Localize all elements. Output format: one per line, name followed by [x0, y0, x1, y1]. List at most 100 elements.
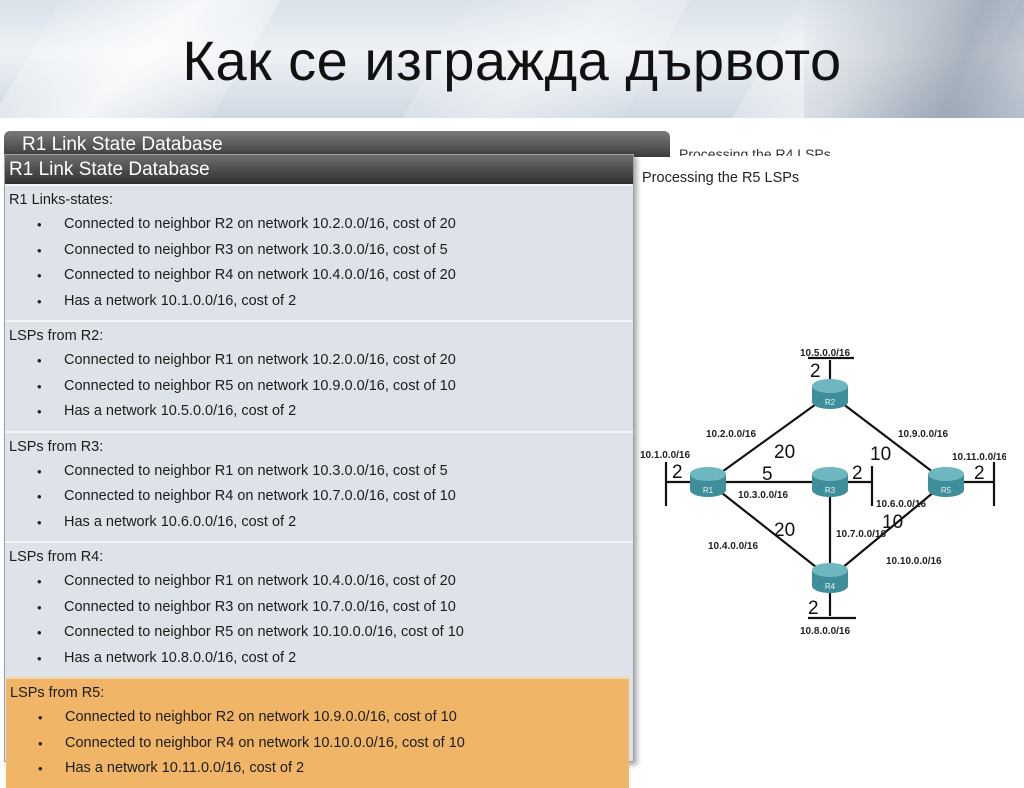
bullet-icon: • [37, 353, 42, 368]
list-item: • Connected to neighbor R5 on network 10.… [5, 374, 633, 400]
link-r1-r4 [707, 481, 831, 579]
section-title: R1 Links-states: [9, 192, 113, 208]
back-panel-header: R1 Link State Database [4, 131, 670, 157]
cost-r5-stub: 2 [974, 463, 985, 484]
list-item: • Connected to neighbor R4 on network 10.… [5, 263, 633, 289]
bullet-icon: • [37, 574, 42, 589]
list-item-text: Connected to neighbor R2 on network 10.2… [64, 216, 456, 232]
list-item: • Connected to neighbor R5 on network 10.… [5, 620, 633, 646]
diagram-title: Processing the R5 LSPs [642, 170, 800, 186]
list-item-text: Connected to neighbor R2 on network 10.9… [65, 709, 457, 725]
bullet-icon: • [37, 268, 42, 283]
bullet-icon: • [37, 625, 42, 640]
link-state-database-panel: R1 Link State Database R1 Links-states: •… [4, 154, 634, 788]
router-label-r2: R2 [825, 398, 836, 407]
panel-sections: R1 Links-states: • Connected to neighbor R… [5, 184, 633, 788]
list-item-text: Has a network 10.5.0.0/16, cost of 2 [64, 403, 297, 419]
link-r4-r5 [829, 481, 947, 579]
net-label-10-11: 10.11.0.0/16 [952, 452, 1006, 463]
router-r3: R3 [812, 467, 848, 497]
list-item: •Has a network 10.1.0.0/16, cost of 2 [5, 289, 633, 315]
list-item-text: Connected to neighbor R3 on network 10.7… [64, 598, 456, 615]
net-label-10-7: 10.7.0.0/16 [836, 529, 886, 540]
cost-r1-r4: 20 [774, 520, 795, 541]
list-item-text: Connected to neighbor R1 on network 10.2… [64, 352, 456, 368]
bullet-icon: • [37, 514, 42, 530]
bullet-icon: • [37, 242, 42, 258]
bullet-icon: • [38, 761, 43, 776]
bullet-icon: • [37, 489, 42, 504]
bullet-icon: • [37, 217, 42, 232]
cost-r2-r5: 10 [870, 444, 891, 465]
bullet-icon: • [38, 710, 43, 725]
link-r1-r2 [707, 393, 831, 483]
section-title: LSPs from R3: [9, 438, 104, 455]
list-item: • Connected to neighbor R1 on network 10.… [5, 459, 633, 485]
slide-title: Как се изгражда дървото [182, 29, 842, 92]
section-title: LSPs from R5: [10, 685, 105, 701]
bullet-icon: • [37, 463, 42, 479]
link-r2-r5 [829, 393, 947, 483]
lsp-section: R1 Links-states: • Connected to neighbor R… [5, 184, 633, 320]
bullet-icon: • [37, 378, 42, 394]
list-item: • Has a network 10.6.0.0/16, cost of 2 [5, 510, 633, 536]
cost-r1-stub: 2 [672, 462, 683, 483]
cost-r4-stub: 2 [808, 598, 819, 619]
list-item: • Connected to neighbor R4 on network 10.… [5, 484, 633, 510]
net-label-10-5: 10.5.0.0/16 [800, 348, 850, 359]
list-item-text: Has a network 10.11.0.0/16, cost of 2 [65, 760, 305, 776]
router-r4: R4 [812, 563, 848, 593]
list-item-text: Connected to neighbor R3 on network 10.3… [64, 241, 448, 258]
net-label-10-4: 10.4.0.0/16 [708, 541, 758, 552]
bullet-icon: • [37, 650, 42, 666]
section-title: LSPs from R2: [9, 328, 104, 344]
list-item-text: Has a network 10.6.0.0/16, cost of 2 [64, 513, 297, 530]
router-r2: R2 [812, 379, 848, 409]
list-item-text: Connected to neighbor R1 on network 10.3… [64, 462, 448, 479]
bullet-icon: • [38, 735, 43, 751]
net-label-10-2: 10.2.0.0/16 [706, 429, 756, 440]
router-label-r5: R5 [941, 486, 952, 495]
list-item: • Has a network 10.8.0.0/16, cost of 2 [5, 646, 633, 672]
list-item-text: Connected to neighbor R4 on network 10.1… [65, 734, 465, 751]
lsp-section: LSPs from R5: • Connected to neighbor R2 o… [6, 677, 629, 788]
list-item-text: Connected to neighbor R5 on network 10.1… [64, 624, 464, 640]
back-diagram-title: Processing the R4 LSPs [679, 146, 831, 156]
list-item: • Has a network 10.5.0.0/16, cost of 2 [5, 399, 633, 425]
router-label-r1: R1 [703, 486, 714, 495]
list-item-text: Has a network 10.8.0.0/16, cost of 2 [64, 649, 297, 666]
banner-shade [804, 0, 1024, 118]
list-item-text: Connected to neighbor R4 on network 10.7… [64, 488, 456, 504]
net-label-10-6: 10.6.0.0/16 [876, 499, 926, 510]
lsp-section: LSPs from R4: • Connected to neighbor R1 o… [5, 541, 633, 677]
net-label-10-9: 10.9.0.0/16 [898, 429, 948, 440]
list-item: •Connected to neighbor R3 on network 10.… [5, 595, 633, 621]
list-item: • Connected to neighbor R4 on network 10.… [6, 731, 629, 757]
list-item: • Connected to neighbor R2 on network 10.… [5, 212, 633, 238]
title-banner: Как се изгражда дървото [0, 0, 1024, 118]
net-label-10-10: 10.10.0.0/16 [886, 556, 942, 567]
list-item: • Connected to neighbor R3 on network 10.… [5, 238, 633, 264]
cost-r4-r5: 10 [882, 512, 903, 533]
bullet-icon: • [37, 293, 42, 309]
cost-r1-r3: 5 [762, 464, 773, 485]
section-title: LSPs from R4: [9, 549, 104, 565]
bullet-icon: • [37, 404, 42, 419]
net-label-10-8: 10.8.0.0/16 [800, 626, 850, 637]
list-item: • Connected to neighbor R1 on network 10.… [5, 348, 633, 374]
net-label-10-3: 10.3.0.0/16 [738, 490, 788, 501]
router-r5: R5 [928, 467, 964, 497]
network-topology-diagram: R1 R2 R3 R4 R5 10.1.0.0/16 10.2.0.0/16 1… [640, 348, 1006, 637]
lsp-section: LSPs from R3: • Connected to neighbor R1 o… [5, 430, 633, 542]
panel-header: R1 Link State Database [5, 155, 633, 184]
list-item-text: Connected to neighbor R5 on network 10.9… [64, 377, 456, 394]
list-item-text: Connected to neighbor R4 on network 10.4… [64, 267, 456, 283]
lsp-section: LSPs from R2: • Connected to neighbor R1 o… [5, 320, 633, 431]
router-label-r4: R4 [825, 582, 836, 591]
net-label-10-1: 10.1.0.0/16 [640, 450, 690, 461]
router-r1: R1 [690, 467, 726, 497]
cost-r1-r2: 20 [774, 442, 795, 463]
list-item: • Has a network 10.11.0.0/16, cost of 2 [6, 756, 629, 782]
list-item-text: Connected to neighbor R1 on network 10.4… [64, 573, 456, 589]
router-label-r3: R3 [825, 486, 836, 495]
